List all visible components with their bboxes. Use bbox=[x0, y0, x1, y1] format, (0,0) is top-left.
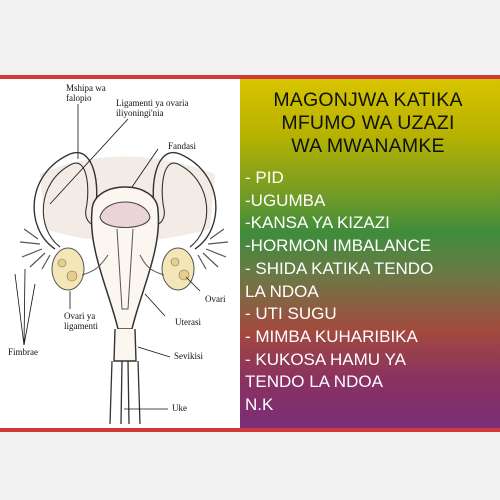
label-ovari: Ovari bbox=[205, 294, 226, 304]
uterus-diagram: Mshipa wa falopio Ligamenti ya ovaria il… bbox=[0, 79, 240, 428]
left-ovarian-ligament bbox=[81, 254, 109, 276]
leader-line-fimbrae bbox=[23, 283, 36, 346]
fundus-cavity bbox=[99, 201, 151, 228]
label-mshipa-wa-falopio: Mshipa wa falopio bbox=[66, 83, 106, 103]
list-item: LA NDOA bbox=[245, 281, 319, 301]
left-ovary-follicle bbox=[66, 270, 78, 282]
label-uterasi: Uterasi bbox=[175, 317, 201, 327]
right-ovary bbox=[161, 247, 195, 291]
disease-info-panel: MAGONJWA KATIKA MFUMO WA UZAZI WA MWANAM… bbox=[240, 79, 500, 428]
left-tube-inner bbox=[42, 162, 109, 248]
leader-line-fandasi bbox=[131, 148, 159, 188]
label-ovari-ya-ligamenti: Ovari ya ligamenti bbox=[64, 311, 98, 331]
leader-line-ligamenti bbox=[49, 118, 129, 205]
right-ovarian-ligament bbox=[139, 254, 165, 276]
label-ligamenti-ya-ovaria: Ligamenti ya ovaria iliyoningi'nia bbox=[116, 98, 189, 118]
vagina bbox=[109, 360, 141, 425]
left-ovary-follicle bbox=[57, 258, 67, 268]
leader-line-uterasi bbox=[144, 293, 166, 317]
list-item: -HORMON IMBALANCE bbox=[245, 236, 432, 256]
list-item: TENDO LA NDOA bbox=[245, 372, 383, 392]
uterus-illustration bbox=[14, 104, 229, 425]
list-item: - MIMBA KUHARIBIKA bbox=[245, 326, 418, 346]
list-item: -UGUMBA bbox=[245, 190, 326, 210]
list-item: - PID bbox=[245, 168, 284, 187]
label-uke: Uke bbox=[172, 403, 187, 413]
image-card: Mshipa wa falopio Ligamenti ya ovaria il… bbox=[0, 75, 500, 432]
label-fimbrae: Fimbrae bbox=[8, 347, 38, 357]
list-item: -KANSA YA KIZAZI bbox=[245, 213, 390, 233]
panel-title: MAGONJWA KATIKA MFUMO WA UZAZI WA MWANAM… bbox=[273, 89, 463, 157]
right-fimbriae bbox=[197, 228, 229, 270]
disease-list: - PID -UGUMBA -KANSA YA KIZAZI -HORMON I… bbox=[245, 167, 433, 417]
list-item: - KUKOSA HAMU YA bbox=[245, 349, 406, 369]
leader-line-fimbrae bbox=[23, 268, 26, 346]
list-item: N.K bbox=[245, 395, 274, 415]
left-ovary bbox=[51, 247, 85, 291]
leader-line-sevikisi bbox=[137, 346, 171, 358]
right-tube-inner bbox=[141, 162, 208, 248]
label-sevikisi: Sevikisi bbox=[174, 351, 204, 361]
left-fimbriae bbox=[19, 228, 51, 270]
cervix bbox=[113, 328, 137, 362]
list-item: - SHIDA KATIKA TENDO bbox=[245, 258, 434, 278]
list-item: - UTI SUGU bbox=[245, 304, 337, 324]
leader-line-ovari bbox=[185, 276, 201, 292]
leader-line-fimbrae bbox=[14, 273, 25, 346]
uterine-cavity bbox=[116, 228, 134, 310]
right-ovary-follicle bbox=[170, 257, 180, 267]
label-fandasi: Fandasi bbox=[168, 141, 196, 151]
